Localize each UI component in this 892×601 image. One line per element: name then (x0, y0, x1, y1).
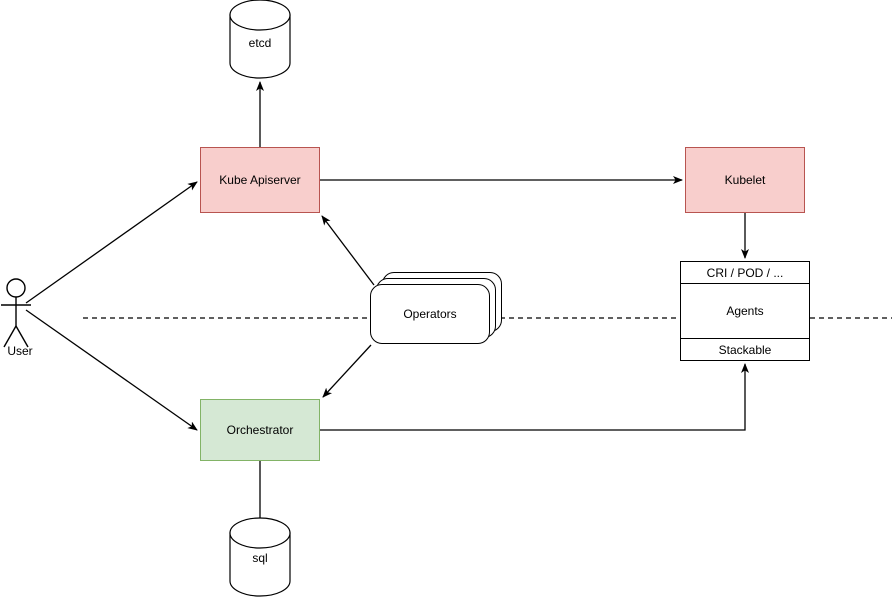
node-kube-apiserver[interactable]: Kube Apiserver (200, 147, 320, 213)
agents-main-label: Agents (726, 304, 764, 318)
kube-apiserver-label: Kube Apiserver (219, 172, 301, 187)
edge-user-to-kube-apiserver (25, 181, 198, 304)
kubelet-label: Kubelet (724, 172, 766, 187)
node-agents[interactable]: CRI / POD / ... Agents Stackable (680, 261, 810, 361)
operators-card-front[interactable]: Operators (370, 284, 490, 344)
agents-main-band: Agents (681, 284, 809, 338)
node-orchestrator[interactable]: Orchestrator (200, 399, 320, 461)
operators-label: Operators (403, 307, 457, 321)
node-etcd[interactable]: etcd (230, 0, 290, 78)
node-kubelet[interactable]: Kubelet (685, 147, 805, 213)
agents-stackable-band: Stackable (681, 338, 809, 360)
agents-cri-pod-band: CRI / POD / ... (681, 262, 809, 284)
edge-operators-to-orchestrator (322, 344, 372, 398)
agents-cri-pod-label: CRI / POD / ... (706, 265, 784, 280)
edge-user-to-orchestrator (25, 309, 198, 431)
edge-orchestrator-to-agents (320, 363, 749, 431)
orchestrator-label: Orchestrator (226, 422, 294, 437)
etcd-label: etcd (248, 36, 272, 50)
node-operators[interactable]: Operators (370, 272, 502, 344)
sql-label: sql (252, 551, 268, 565)
edge-operators-to-kube-apiserver (321, 215, 375, 286)
user-label: User (7, 344, 33, 358)
agents-stackable-label: Stackable (718, 342, 772, 357)
node-sql[interactable]: sql (230, 515, 290, 593)
